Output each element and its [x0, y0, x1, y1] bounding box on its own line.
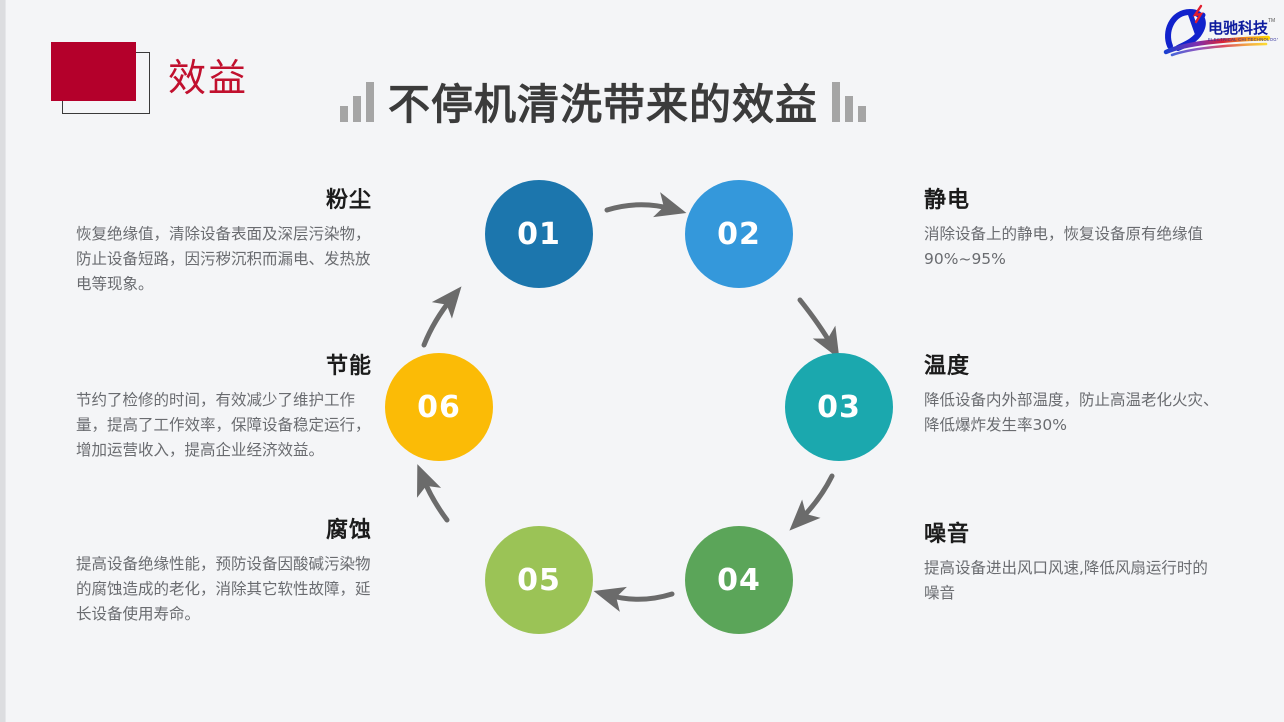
badge-label: 效益 [168, 56, 249, 100]
benefit-heading-energy: 节能 [325, 354, 372, 379]
arrow-03-to-04 [789, 473, 835, 531]
bar-chart-decoration-left-icon [340, 82, 374, 126]
step-circle-02[interactable]: 02 [685, 180, 793, 288]
benefit-heading-corrosion: 腐蚀 [325, 518, 372, 543]
page-title-group: 不停机清洗带来的效益 [340, 68, 867, 129]
bar-chart-decoration-right-icon [832, 82, 867, 126]
step-circle-04[interactable]: 04 [685, 526, 793, 634]
svg-text:电驰科技: 电驰科技 [1208, 19, 1269, 37]
company-logo-icon: 电驰科技 ELECTRICAL CHI TECHNOLOGY TM [1163, 4, 1278, 57]
benefit-heading-dust: 粉尘 [325, 188, 372, 213]
benefit-heading-static: 静电 [924, 188, 971, 213]
arrow-04-to-05 [593, 586, 675, 612]
benefit-block-dust: 粉尘 恢复绝缘值，清除设备表面及深层污染物，防止设备短路，因污秽沉积而漏电、发热… [76, 182, 372, 297]
benefit-block-temperature: 温度 降低设备内外部温度，防止高温老化火灾、降低爆炸发生率30% [924, 348, 1220, 438]
step-circle-01[interactable]: 01 [485, 180, 593, 288]
benefit-body-static: 消除设备上的静电，恢复设备原有绝缘值90%~95% [924, 225, 1204, 269]
left-edge-band [0, 0, 5, 722]
benefit-body-dust: 恢复绝缘值，清除设备表面及深层污染物，防止设备短路，因污秽沉积而漏电、发热放电等… [76, 225, 371, 294]
benefit-heading-noise: 噪音 [924, 522, 971, 547]
benefit-body-corrosion: 提高设备绝缘性能，预防设备因酸碱污染物的腐蚀造成的老化，消除其它软性故障，延长设… [76, 555, 371, 624]
svg-text:ELECTRICAL CHI TECHNOLOGY: ELECTRICAL CHI TECHNOLOGY [1208, 37, 1278, 42]
benefit-body-energy: 节约了检修的时间，有效减少了维护工作量，提高了工作效率，保障设备稳定运行，增加运… [76, 391, 371, 460]
benefit-heading-temperature: 温度 [924, 354, 971, 379]
benefit-body-temperature: 降低设备内外部温度，防止高温老化火灾、降低爆炸发生率30% [924, 391, 1219, 435]
arrow-06-to-01 [421, 286, 462, 348]
svg-text:TM: TM [1268, 18, 1275, 24]
benefit-block-corrosion: 腐蚀 提高设备绝缘性能，预防设备因酸碱污染物的腐蚀造成的老化，消除其它软性故障，… [76, 512, 372, 627]
benefit-block-static: 静电 消除设备上的静电，恢复设备原有绝缘值90%~95% [924, 182, 1220, 272]
left-edge-line [5, 0, 6, 722]
badge-red-square [51, 42, 136, 101]
arrow-05-to-06 [417, 464, 450, 523]
benefit-body-noise: 提高设备进出风口风速,降低风扇运行时的噪音 [924, 559, 1208, 603]
page-title: 不停机清洗带来的效益 [388, 80, 819, 129]
benefit-block-energy: 节能 节约了检修的时间，有效减少了维护工作量，提高了工作效率，保障设备稳定运行，… [76, 348, 372, 463]
step-circle-05[interactable]: 05 [485, 526, 593, 634]
arrow-02-to-03 [797, 297, 840, 360]
step-circle-06[interactable]: 06 [385, 353, 493, 461]
step-circle-03[interactable]: 03 [785, 353, 893, 461]
benefit-block-noise: 噪音 提高设备进出风口风速,降低风扇运行时的噪音 [924, 516, 1220, 606]
arrow-01-to-02 [604, 192, 687, 218]
